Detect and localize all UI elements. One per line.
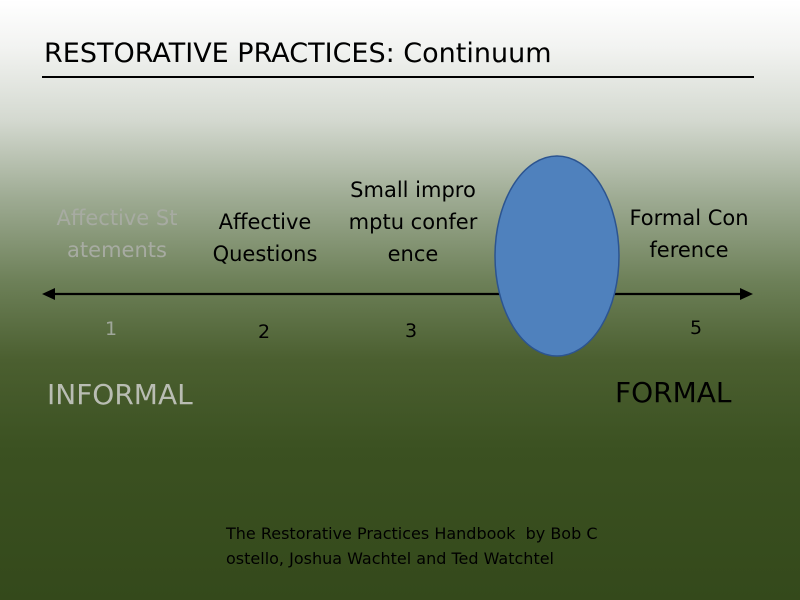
scale-informal-label: INFORMAL	[47, 378, 193, 411]
item-1-number: 1	[105, 318, 118, 340]
source-credit-line2: ostello, Joshua Wachtel and Ted Watchtel	[226, 549, 554, 568]
item-2-label: Affective Questions	[198, 206, 332, 270]
item-5-label-line2: ference	[649, 238, 729, 262]
item-3-label-line3: ence	[387, 242, 439, 266]
item-1-label-line2: atements	[67, 238, 167, 262]
highlight-oval	[494, 155, 620, 357]
item-3-number: 3	[405, 320, 418, 342]
source-credit: The Restorative Practices Handbook by Bo…	[226, 521, 616, 571]
item-2-label-line2: Questions	[212, 242, 318, 266]
source-credit-line1: The Restorative Practices Handbook by Bo…	[226, 524, 598, 543]
scale-formal-label: FORMAL	[615, 376, 732, 409]
item-5-number: 5	[690, 317, 703, 339]
item-3-label: Small impro mptu confer ence	[338, 174, 488, 270]
slide-title: RESTORATIVE PRACTICES: Continuum	[44, 38, 552, 69]
item-1-label: Affective St atements	[50, 202, 184, 266]
axis-left-arrowhead	[42, 288, 55, 300]
item-2-label-line1: Affective	[218, 210, 312, 234]
item-2-number: 2	[258, 321, 271, 343]
item-3-label-line2: mptu confer	[348, 210, 478, 234]
item-1-label-line1: Affective St	[56, 206, 178, 230]
axis-right-arrowhead	[740, 288, 753, 300]
item-3-label-line1: Small impro	[350, 178, 476, 202]
item-5-label: Formal Con ference	[616, 202, 762, 266]
title-underline	[42, 76, 754, 78]
item-5-label-line1: Formal Con	[629, 206, 749, 230]
